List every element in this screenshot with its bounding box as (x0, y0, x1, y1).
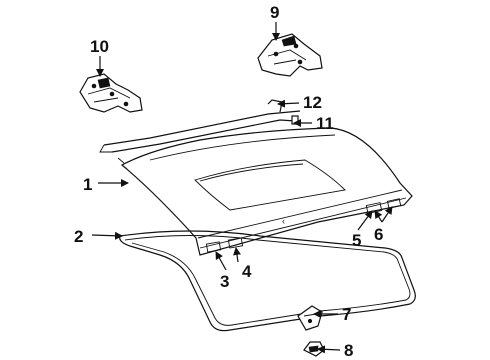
callout-11: 11 (316, 114, 334, 133)
hinge-right (257, 33, 323, 77)
callout-4: 4 (242, 262, 252, 281)
callout-3: 3 (220, 272, 229, 291)
callout-1: 1 (83, 175, 92, 194)
callout-10: 10 (90, 37, 109, 56)
leader-lines (91, 22, 393, 354)
hinge-left (79, 73, 143, 113)
trunk-lid: ‹ (120, 127, 413, 256)
weatherstrip (119, 230, 416, 332)
callout-5: 5 (352, 231, 361, 250)
callout-8: 8 (344, 341, 353, 360)
latch-part (297, 305, 323, 331)
callout-9: 9 (270, 3, 279, 22)
emblem-mark: ‹ (282, 216, 285, 226)
callout-2: 2 (74, 227, 83, 246)
callout-7: 7 (342, 305, 351, 324)
callout-6: 6 (374, 225, 383, 244)
callout-12: 12 (303, 93, 322, 112)
